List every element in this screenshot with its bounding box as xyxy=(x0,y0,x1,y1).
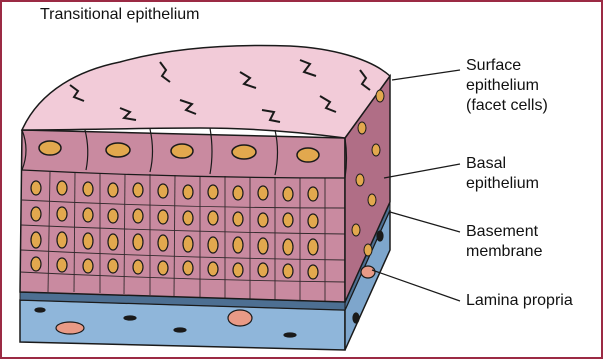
label-surface-epithelium: Surface epithelium (facet cells) xyxy=(466,56,548,116)
label-surface-line2: epithelium xyxy=(466,76,548,96)
label-basal-line1: Basal xyxy=(466,154,539,174)
label-basement-membrane: Basement membrane xyxy=(466,222,542,262)
label-basement-line2: membrane xyxy=(466,242,542,262)
label-basal-epithelium: Basal epithelium xyxy=(466,154,539,194)
label-surface-line3: (facet cells) xyxy=(466,96,548,116)
label-basal-line2: epithelium xyxy=(466,174,539,194)
label-lamina-line1: Lamina propria xyxy=(466,291,573,311)
diagram-title: Transitional epithelium xyxy=(40,5,199,25)
label-surface-line1: Surface xyxy=(466,56,548,76)
label-basement-line1: Basement xyxy=(466,222,542,242)
label-lamina-propria: Lamina propria xyxy=(466,291,573,311)
